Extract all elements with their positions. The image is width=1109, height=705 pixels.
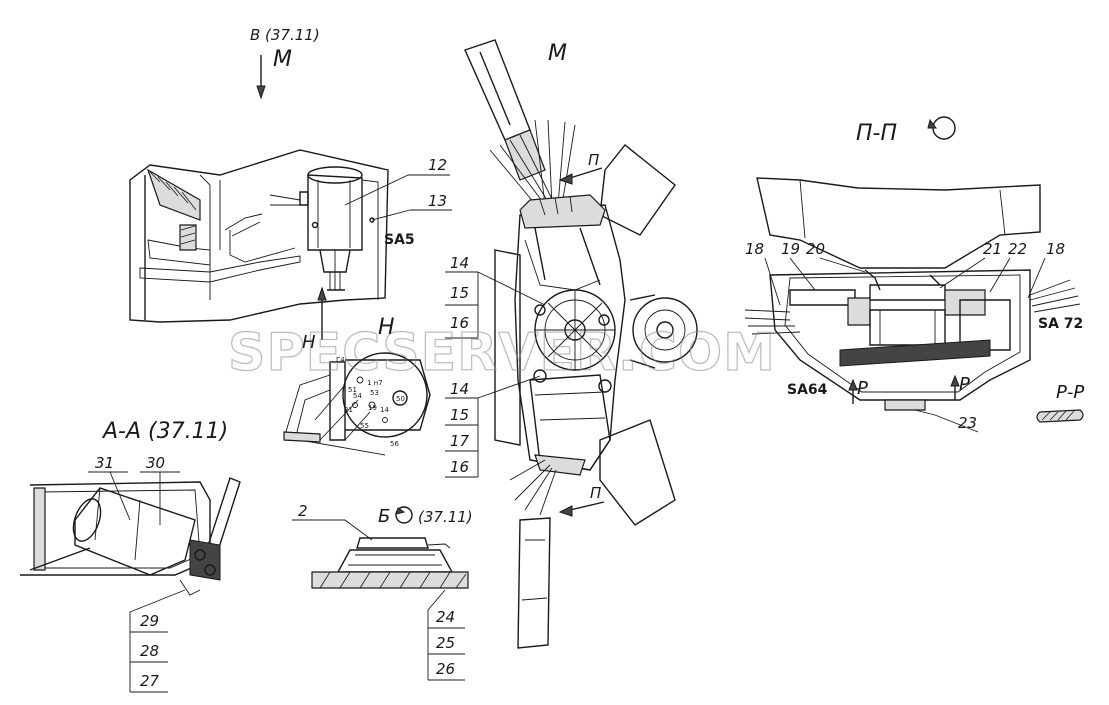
callout-22: 22 <box>1008 240 1027 258</box>
callout-12: 12 <box>428 156 447 174</box>
section-aa: А-А (37.11) 31 30 29 28 27 <box>20 419 241 693</box>
section-rr: Р-Р <box>1036 382 1084 423</box>
callout-2: 2 <box>298 502 308 520</box>
callout-19: 19 <box>781 240 800 258</box>
cut-r-right: Р <box>959 374 970 395</box>
terminal-56: 56 <box>390 440 399 448</box>
section-pp-title: П-П <box>856 121 897 146</box>
view-n-title: Н <box>378 315 395 340</box>
view-m-assembly: М <box>445 39 698 649</box>
terminal-53: 53 <box>370 389 379 397</box>
view-m-title: М <box>548 41 567 66</box>
cut-p-bottom: П <box>590 484 601 502</box>
callout-15b: 15 <box>450 406 469 424</box>
callout-27: 27 <box>140 672 160 690</box>
view-v-letter: М <box>273 47 292 72</box>
view-b: Б (37.11) 2 24 25 26 <box>292 502 473 681</box>
callout-17: 17 <box>450 432 470 450</box>
callout-23: 23 <box>958 414 977 432</box>
terminal-1h7: 1 н7 <box>367 379 383 387</box>
label-sa64: SA64 <box>787 382 828 398</box>
callout-30: 30 <box>146 454 165 472</box>
label-sa5: SA5 <box>384 232 415 248</box>
terminal-54: 54 <box>353 392 362 400</box>
label-sa72: SA 72 <box>1038 316 1083 332</box>
callout-14b: 14 <box>450 380 469 398</box>
section-pp: П-П Р Р 18 19 20 21 22 <box>744 116 1083 433</box>
watermark: SPECSERVER.COM <box>228 323 776 383</box>
callout-31: 31 <box>95 454 114 472</box>
callout-16b: 16 <box>450 458 469 476</box>
terminal-55: 55 <box>360 422 369 430</box>
section-rr-title: Р-Р <box>1056 382 1084 403</box>
view-v-header: В (37.11) М <box>250 26 320 100</box>
callout-28: 28 <box>140 642 159 660</box>
callout-26: 26 <box>436 660 455 678</box>
callout-15a: 15 <box>450 284 469 302</box>
callout-20: 20 <box>806 240 825 258</box>
view-v-assembly: Н 12 13 SA5 <box>129 149 452 353</box>
callout-18a: 18 <box>745 240 764 258</box>
callout-24: 24 <box>436 608 455 626</box>
terminal-19: 19 <box>368 404 377 412</box>
terminal-31: 31 <box>344 406 353 414</box>
view-n-letter: Н <box>302 332 316 353</box>
callout-18b: 18 <box>1046 240 1065 258</box>
section-aa-title: А-А (37.11) <box>101 419 228 444</box>
callout-29: 29 <box>140 612 159 630</box>
terminal-51: 51 <box>348 386 357 394</box>
callout-21: 21 <box>983 240 1002 258</box>
cut-p-top: П <box>588 151 599 169</box>
cut-r-left: Р <box>857 378 868 399</box>
terminal-50: 50 <box>396 395 405 403</box>
view-b-ref: (37.11) <box>418 508 473 526</box>
callout-16a: 16 <box>450 314 469 332</box>
terminal-14: 14 <box>380 406 389 414</box>
view-n-switch: Н 1 н7 51 50 54 53 31 19 14 55 56 Г4 <box>283 315 431 456</box>
callout-25: 25 <box>436 634 455 652</box>
callout-14a: 14 <box>450 254 469 272</box>
terminal-g4: Г4 <box>336 356 345 364</box>
view-b-title: Б <box>378 506 390 527</box>
view-v-title: В (37.11) <box>250 26 320 44</box>
callout-13: 13 <box>428 192 447 210</box>
